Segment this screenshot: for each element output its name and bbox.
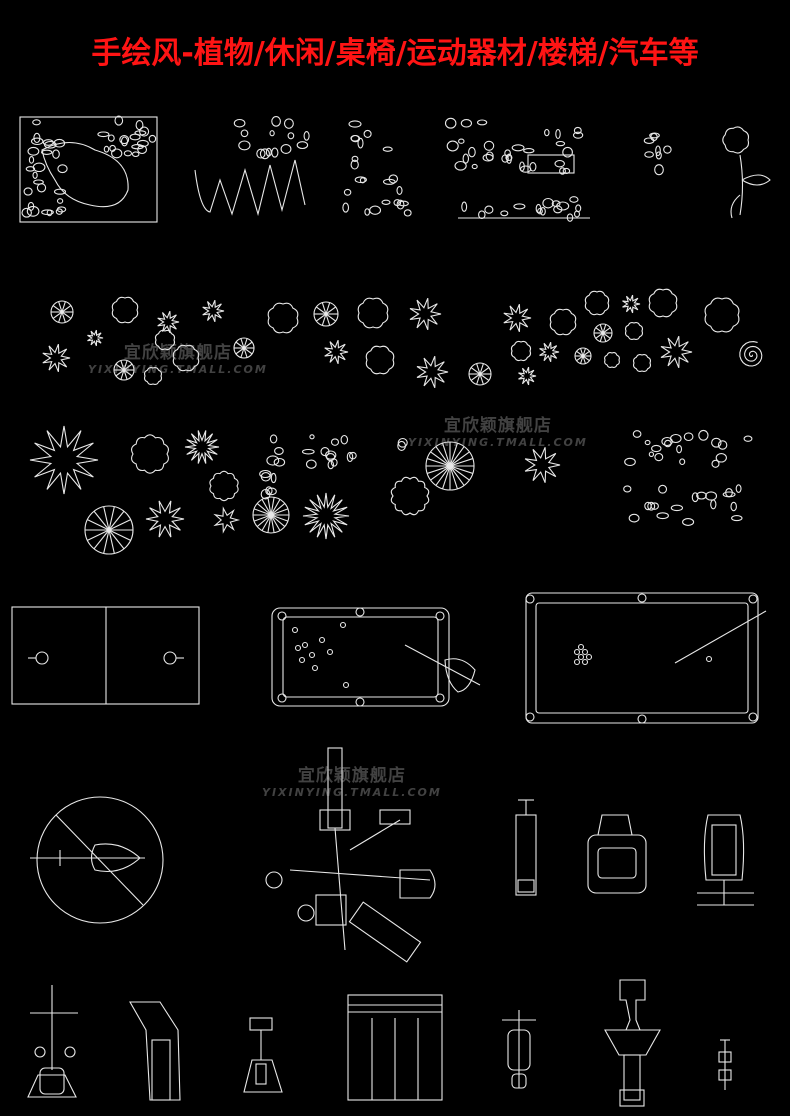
page-title: 手绘风-植物/休闲/桌椅/运动器材/楼梯/汽车等 (91, 36, 699, 71)
shrub-column-group (342, 120, 412, 217)
garden-plan-group (19, 115, 158, 223)
stair-plan (347, 994, 443, 1101)
weight-bench (129, 1001, 181, 1101)
tree-symbol-row-3 (29, 425, 753, 555)
plant-bed-group (194, 116, 310, 217)
treadmill (697, 814, 754, 906)
elliptical-trainer (604, 979, 661, 1107)
dumbbell-rack (515, 799, 537, 896)
multi-gym-station (265, 747, 436, 963)
pool-table-small (271, 607, 481, 707)
rose-flower-group (722, 126, 771, 219)
helipad (30, 796, 164, 924)
pool-table-large (525, 592, 767, 724)
tree-symbol-row-2 (42, 288, 763, 389)
title-bar: 手绘风-植物/休闲/桌椅/运动器材/楼梯/汽车等 (0, 22, 790, 78)
motorbike (502, 1010, 536, 1089)
exercise-bike (27, 985, 78, 1098)
foosball-table (11, 606, 200, 705)
hedge-row-group (444, 117, 590, 222)
small-bush-group (643, 132, 672, 176)
rowing-machine (587, 814, 647, 894)
squat-rack (243, 1017, 283, 1093)
dumbbell (718, 1039, 732, 1090)
